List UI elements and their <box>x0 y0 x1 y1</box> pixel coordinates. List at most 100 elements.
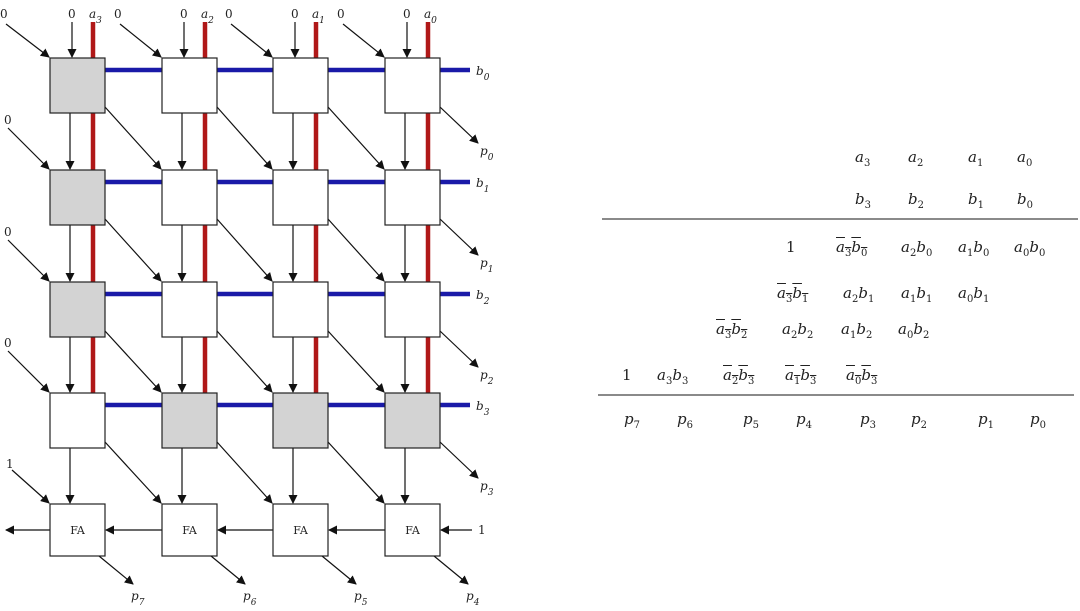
carry-arrow-1-0 <box>104 218 162 282</box>
table-row4-lead: 1 <box>622 366 632 384</box>
fa-label-1: FA <box>182 524 198 537</box>
table-b0: b0 <box>1017 190 1033 211</box>
table-b3: b3 <box>855 190 871 211</box>
left-zero-label-3: 0 <box>4 336 12 350</box>
p-out-arrow-2 <box>439 330 479 368</box>
table-pp-a2b1: a2b1 <box>843 284 875 305</box>
array-cell-0-1 <box>161 57 218 114</box>
array-cell-3-2 <box>272 392 329 449</box>
fa-carry-in-label: 1 <box>478 523 486 537</box>
table-pp-a0b3: a0b3 <box>846 366 878 387</box>
table-pp-a3b2: a3b2 <box>716 320 748 341</box>
carry-arrow-0-1 <box>216 106 273 170</box>
carry-arrow-1-1 <box>216 218 273 282</box>
array-cell-2-0 <box>49 281 106 338</box>
table-pp-a3b3: a3b3 <box>657 366 689 387</box>
array-cell-3-1 <box>161 392 218 449</box>
array-cell-2-2 <box>272 281 329 338</box>
p-bottom-label-3: p4 <box>466 589 480 608</box>
p-right-label-3: p3 <box>480 479 494 498</box>
p-right-label-0: p0 <box>480 144 494 163</box>
b-label-0: b0 <box>476 64 490 83</box>
fa-one-label: 1 <box>6 457 14 471</box>
top-zero-label-1: 0 <box>180 7 188 21</box>
p-out-arrow-0 <box>439 106 479 144</box>
table-a1: a1 <box>968 148 984 169</box>
table-a3: a3 <box>855 148 871 169</box>
table-p4: p4 <box>796 410 812 431</box>
table-pp-a2b2: a2b2 <box>782 320 814 341</box>
table-pp-a0b0: a0b0 <box>1014 238 1046 259</box>
left-zero-label-2: 0 <box>4 225 12 239</box>
carry-arrow-2-2 <box>327 330 385 393</box>
table-p7: p7 <box>624 410 640 431</box>
fa-diag-arrow-0 <box>104 441 162 504</box>
top-zero-label-0: 0 <box>68 7 76 21</box>
array-cell-1-2 <box>272 169 329 226</box>
p-right-label-1: p1 <box>480 256 493 275</box>
array-cell-1-1 <box>161 169 218 226</box>
table-pp-a1b2: a1b2 <box>841 320 873 341</box>
top-diag-arrow-1 <box>119 23 162 58</box>
fa-label-0: FA <box>70 524 86 537</box>
table-rule-top <box>602 218 1078 220</box>
p-bottom-label-1: p6 <box>243 589 257 608</box>
top-zero-label-3: 0 <box>403 7 411 21</box>
p-bottom-label-0: p7 <box>131 589 145 608</box>
table-b2: b2 <box>908 190 924 211</box>
fa-one-arrow <box>11 469 50 504</box>
p-right-label-2: p2 <box>480 368 494 387</box>
array-cell-0-0 <box>49 57 106 114</box>
table-pp-a2b3: a2b3 <box>723 366 755 387</box>
b-label-3: b3 <box>476 399 490 418</box>
top-diag-arrow-2 <box>230 23 273 58</box>
table-pp-a1b3: a1b3 <box>785 366 817 387</box>
top-diag-zero-label-3: 0 <box>337 7 345 21</box>
fa-box-1 <box>161 503 218 557</box>
table-pp-a1b0: a1b0 <box>958 238 990 259</box>
table-rule-bottom <box>598 394 1074 396</box>
top-diag-zero-label-0: 0 <box>0 7 8 21</box>
fa-p-arrow-0 <box>98 555 134 585</box>
top-diag-arrow-3 <box>342 23 385 58</box>
fa-p-arrow-1 <box>210 555 246 585</box>
table-p1: p1 <box>978 410 994 431</box>
array-cell-1-3 <box>384 169 441 226</box>
array-cell-1-0 <box>49 169 106 226</box>
carry-arrow-1-2 <box>327 218 385 282</box>
array-cell-0-2 <box>272 57 329 114</box>
top-diag-arrow-0 <box>5 23 50 58</box>
p-out-arrow-3 <box>439 441 479 479</box>
fa-box-3 <box>384 503 441 557</box>
table-p2: p2 <box>911 410 927 431</box>
top-diag-zero-label-1: 0 <box>114 7 122 21</box>
carry-arrow-0-2 <box>327 106 385 170</box>
p-out-arrow-1 <box>439 218 479 256</box>
table-a0: a0 <box>1017 148 1033 169</box>
fa-p-arrow-3 <box>433 555 469 585</box>
p-bottom-label-2: p5 <box>354 589 368 608</box>
array-cell-2-3 <box>384 281 441 338</box>
b-label-1: b1 <box>476 176 489 195</box>
table-pp-a0b1: a0b1 <box>958 284 990 305</box>
array-cell-3-3 <box>384 392 441 449</box>
b-label-2: b2 <box>476 288 490 307</box>
table-pp-a3b0: a3b0 <box>836 238 868 259</box>
array-cell-3-0 <box>49 392 106 449</box>
table-pp-a3b1: a3b1 <box>777 284 809 305</box>
table-pp-a2b0: a2b0 <box>901 238 933 259</box>
table-p6: p6 <box>677 410 693 431</box>
table-a2: a2 <box>908 148 924 169</box>
table-pp-a1b1: a1b1 <box>901 284 933 305</box>
carry-arrow-2-0 <box>104 330 162 393</box>
carry-arrow-0-0 <box>104 106 162 170</box>
fa-box-0 <box>49 503 106 557</box>
table-pp-a0b2: a0b2 <box>898 320 930 341</box>
fa-diag-arrow-2 <box>327 441 385 504</box>
left-zero-arrow-2 <box>7 239 50 282</box>
table-row1-lead: 1 <box>786 238 796 256</box>
table-p0: p0 <box>1030 410 1046 431</box>
left-zero-label-1: 0 <box>4 113 12 127</box>
fa-p-arrow-2 <box>321 555 357 585</box>
